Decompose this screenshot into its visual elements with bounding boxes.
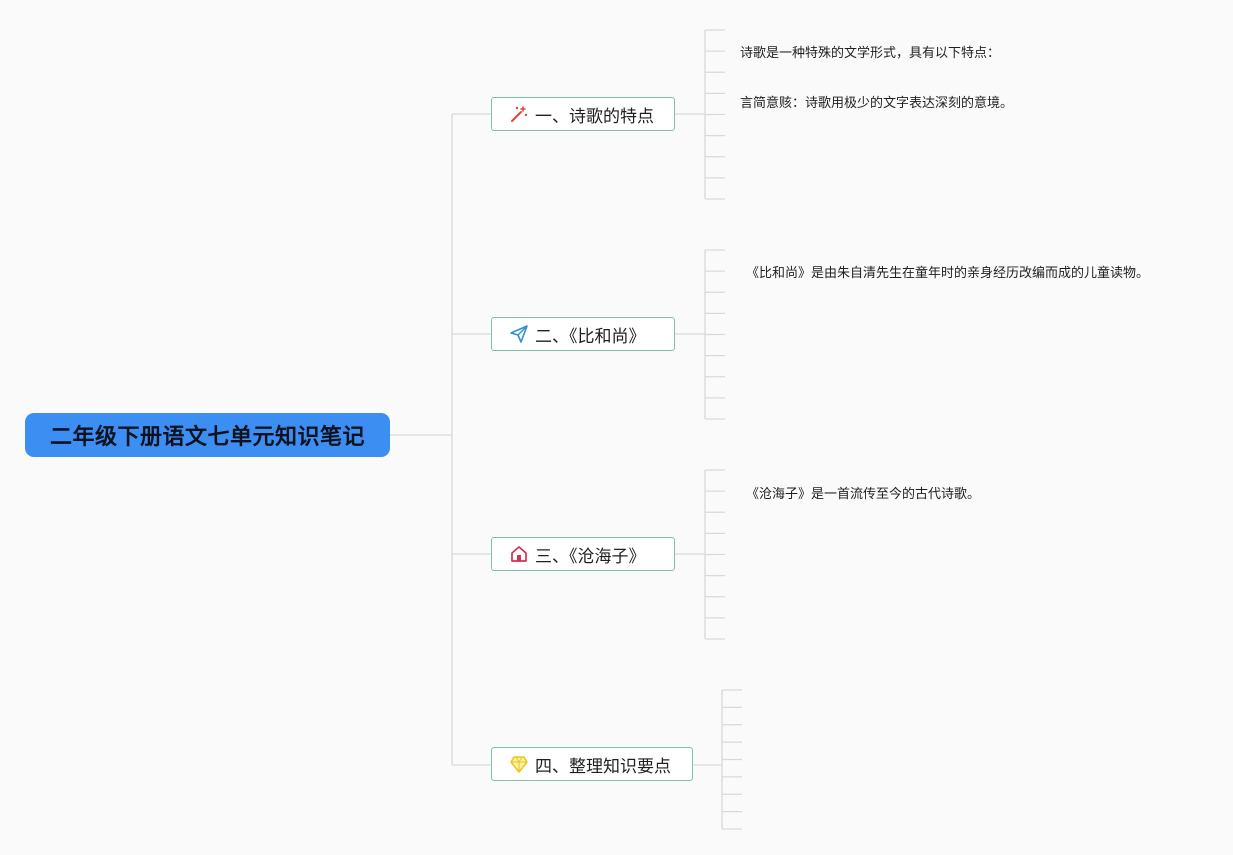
note-text[interactable]: 《沧海子》是一首流传至今的古代诗歌。 (746, 487, 981, 502)
home-icon (509, 544, 529, 564)
magic-wand-icon (509, 104, 529, 124)
branch-topic-label: 三、《沧海子》 (535, 546, 646, 567)
diamond-icon (509, 754, 529, 774)
root-topic[interactable]: 二年级下册语文七单元知识笔记 (25, 413, 390, 457)
branch-topic-3[interactable]: 三、《沧海子》 (491, 537, 675, 571)
branch-topic-label: 一、诗歌的特点 (535, 106, 654, 127)
root-topic-label: 二年级下册语文七单元知识笔记 (49, 425, 365, 450)
branch-topic-1[interactable]: 一、诗歌的特点 (491, 97, 675, 131)
paper-plane-icon (509, 324, 529, 344)
note-text[interactable]: 诗歌是一种特殊的文学形式，具有以下特点： (740, 46, 1001, 61)
branch-topic-label: 四、整理知识要点 (535, 756, 671, 777)
branch-topic-4[interactable]: 四、整理知识要点 (491, 747, 693, 781)
branch-topic-label: 二、《比和尚》 (535, 326, 646, 347)
branch-topic-2[interactable]: 二、《比和尚》 (491, 317, 675, 351)
note-text[interactable]: 言简意赅：诗歌用极少的文字表达深刻的意境。 (740, 96, 1014, 111)
note-text[interactable]: 《比和尚》是由朱自清先生在童年时的亲身经历改编而成的儿童读物。 (746, 266, 1150, 281)
